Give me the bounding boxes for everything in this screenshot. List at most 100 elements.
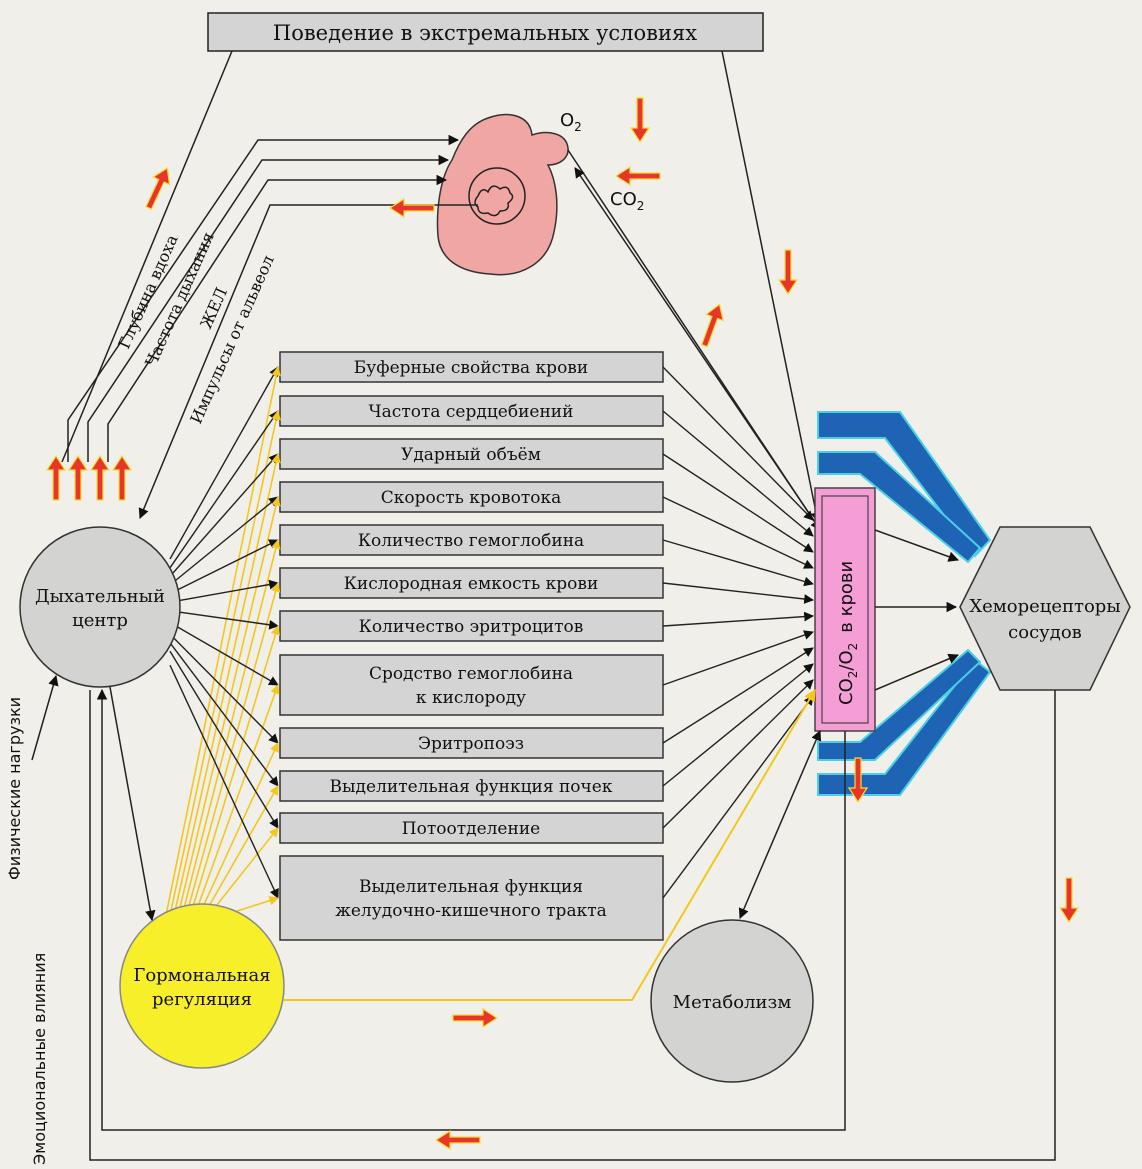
lung-icon — [436, 113, 569, 276]
factor-label: Сродство гемоглобина — [369, 664, 573, 684]
respiratory-center-line1: Дыхательный — [35, 586, 165, 607]
o2-label: O2 — [560, 110, 582, 134]
blood-co2-o2-box: CO2/O2в крови — [814, 487, 876, 732]
factor-box-rect — [279, 654, 664, 716]
red-arrow — [452, 1007, 499, 1029]
center-to-factor-arrow — [169, 453, 279, 577]
hormonal-regulation: Гормональная регуляция — [119, 903, 285, 1069]
title-box: Поведение в экстремальных условиях — [207, 12, 764, 52]
factor-box: Потоотделение — [279, 812, 664, 844]
center-to-factor-arrow — [169, 410, 279, 569]
factor-box-rect — [279, 524, 664, 556]
factor-to-blood-arrow — [662, 539, 814, 587]
hormonal-to-factor-line — [200, 785, 279, 921]
factor-label: Буферные свойства крови — [354, 358, 588, 378]
co2-label: CO2 — [610, 189, 644, 213]
metabolism-label: Метаболизм — [673, 992, 792, 1013]
factor-label: Скорость кровотока — [381, 488, 562, 508]
factor-to-blood-arrow — [662, 679, 814, 829]
center-to-factor-arrow — [169, 650, 279, 829]
factor-to-blood-arrow — [662, 410, 814, 537]
factor-label: Выделительная функция — [359, 877, 583, 897]
factor-to-blood-arrow — [662, 611, 814, 627]
red-arrow — [700, 303, 725, 348]
metabolism-blood-connector — [738, 730, 822, 919]
factor-box: Количество гемоглобина — [279, 524, 664, 556]
factor-box-rect — [279, 855, 664, 941]
factor-box: Кислородная емкость крови — [279, 567, 664, 599]
factor-box-rect — [279, 438, 664, 470]
factor-label: Количество эритроцитов — [359, 617, 584, 637]
red-arrow — [434, 1129, 481, 1151]
center-to-factor-arrow — [169, 633, 279, 744]
respiratory-center: Дыхательный центр — [19, 526, 181, 688]
hormonal-to-factor-line — [172, 453, 281, 921]
center-to-factor-arrow — [169, 579, 279, 603]
factor-label: к кислороду — [416, 688, 526, 708]
factor-label: Кислородная емкость крови — [344, 574, 599, 594]
red-arrow — [89, 454, 111, 501]
red-arrow — [145, 167, 171, 211]
title-left-connector — [61, 50, 233, 463]
factor-to-blood-arrow — [662, 663, 814, 787]
factor-box: Частота сердцебиений — [279, 395, 664, 427]
factor-box-rect — [279, 727, 664, 759]
factor-to-blood-arrow — [662, 630, 814, 686]
hormonal-to-blood-line — [284, 688, 816, 1001]
factor-label: Выделительная функция почек — [330, 777, 613, 797]
red-arrow — [388, 197, 435, 219]
respiratory-center-line2: центр — [72, 610, 128, 631]
center-to-factor-arrow — [169, 610, 279, 630]
feedback-loops — [31, 674, 1056, 1161]
title-right-connector — [721, 50, 822, 524]
factor-to-blood-arrow — [662, 582, 814, 604]
blood-box-label: CO2/O2в крови — [836, 561, 860, 705]
factor-label: желудочно-кишечного тракта — [335, 901, 607, 921]
factor-label: Частота сердцебиений — [369, 402, 574, 422]
resp-label-vc: ЖЕЛ — [196, 285, 231, 332]
blood-to-chemo — [874, 529, 959, 691]
red-arrows — [45, 97, 1080, 1151]
hormonal-line2: регуляция — [152, 989, 252, 1010]
red-arrow — [614, 165, 661, 187]
chemoreceptors-line1: Хеморецепторы — [969, 596, 1120, 617]
hormonal-to-factor-line — [188, 625, 281, 921]
hormonal-to-factor-line — [196, 742, 279, 921]
factor-to-blood-arrow — [662, 695, 814, 899]
factor-label: Потоотделение — [402, 819, 540, 839]
factor-label: Эритропоэз — [418, 734, 524, 754]
hormonal-to-factor-line — [192, 684, 280, 921]
red-arrow — [111, 454, 133, 501]
chemoreceptors-node: Хеморецепторы сосудов — [959, 526, 1131, 691]
factor-box: Выделительная функция почек — [279, 770, 664, 802]
side-label-physical: Физические нагрузки — [5, 697, 24, 880]
resp-label-impulses: Импульсы от альвеол — [186, 252, 278, 426]
factor-box-rect — [279, 481, 664, 513]
factor-label: Ударный объём — [401, 445, 541, 465]
factor-to-blood-arrow — [662, 453, 814, 553]
chemoreceptors-line2: сосудов — [1008, 622, 1082, 643]
red-arrow — [777, 249, 799, 296]
red-arrow — [67, 454, 89, 501]
hormonal-to-factor-line — [180, 539, 281, 921]
factor-box-rect — [279, 770, 664, 802]
hormonal-to-factor-line — [164, 366, 281, 921]
side-label-emotional: Эмоциональные влияния — [30, 953, 49, 1165]
factor-to-blood-arrow — [662, 496, 814, 569]
factor-box: Буферные свойства крови — [279, 351, 664, 383]
factor-box: Ударный объём — [279, 438, 664, 470]
center-to-factor-arrow — [169, 642, 279, 787]
center-to-factor-arrow — [169, 621, 279, 686]
red-arrow — [1058, 877, 1080, 924]
center-to-factor-arrow — [169, 664, 279, 899]
factor-box: Сродство гемоглобина к кислороду — [279, 654, 664, 716]
factor-label: Количество гемоглобина — [358, 531, 584, 551]
factor-box-rect — [279, 610, 664, 642]
hormonal-line1: Гормональная — [133, 965, 270, 986]
factor-box: Эритропоэз — [279, 727, 664, 759]
factor-to-blood-arrow — [662, 647, 814, 744]
factor-to-blood-arrow — [662, 366, 814, 521]
